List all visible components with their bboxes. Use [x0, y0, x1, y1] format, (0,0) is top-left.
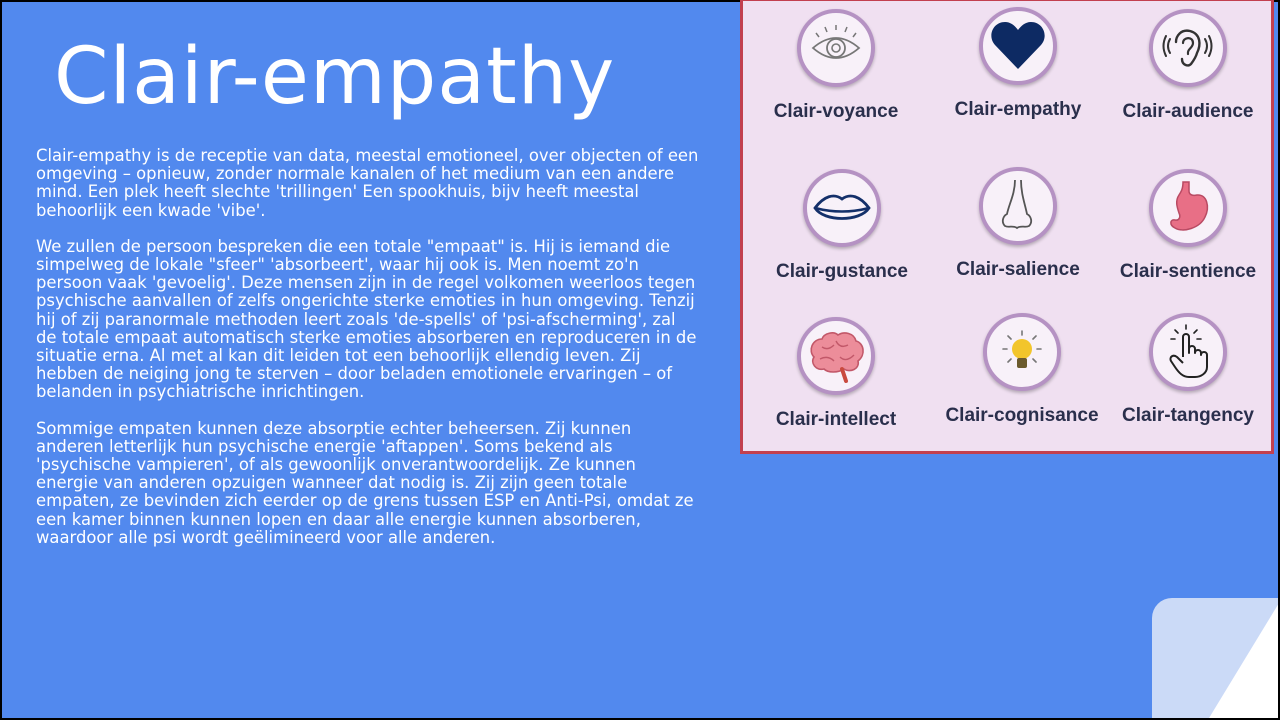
grid-item-clair-tangency: Clair-tangency	[1103, 313, 1273, 427]
icon-circle	[797, 9, 875, 87]
icon-circle	[797, 317, 875, 395]
grid-item-clair-gustance: Clair-gustance	[757, 169, 927, 283]
icon-circle	[803, 169, 881, 247]
grid-item-clair-voyance: Clair-voyance	[751, 9, 921, 123]
grid-item-clair-empathy: Clair-empathy	[933, 7, 1103, 121]
paragraph: Clair-empathy is de receptie van data, m…	[36, 146, 699, 220]
grid-item-clair-audience: Clair-audience	[1103, 9, 1273, 123]
paragraph: Sommige empaten kunnen deze absorptie ec…	[36, 418, 694, 547]
heart-icon	[991, 22, 1045, 69]
touch-icon	[1169, 324, 1208, 378]
body-text: Clair-empathy is de receptie van data, m…	[36, 146, 701, 565]
page-title: Clair-empathy	[54, 32, 616, 122]
grid-item-clair-intellect: Clair-intellect	[751, 317, 921, 431]
icon-circle	[983, 313, 1061, 391]
grid-item-clair-salience: Clair-salience	[933, 167, 1103, 281]
grid-item-label: Clair-gustance	[776, 261, 908, 282]
nose-icon	[1001, 179, 1033, 230]
grid-item-label: Clair-tangency	[1122, 405, 1254, 426]
grid-item-clair-sentience: Clair-sentience	[1103, 169, 1273, 283]
grid-item-label: Clair-empathy	[954, 99, 1082, 120]
icon-circle	[1149, 169, 1227, 247]
grid-item-label: Clair-cognisance	[945, 405, 1099, 426]
ear-icon	[1162, 29, 1213, 67]
grid-item-label: Clair-sentience	[1119, 261, 1257, 282]
icon-circle	[979, 7, 1057, 85]
icon-circle	[979, 167, 1057, 245]
eye-icon	[811, 25, 861, 59]
lips-icon	[813, 194, 871, 220]
stomach-icon	[1170, 181, 1209, 231]
grid-item-clair-cognisance: Clair-cognisance	[937, 313, 1107, 427]
lightbulb-icon	[1002, 330, 1042, 368]
grid-item-label: Clair-voyance	[773, 101, 899, 122]
icon-circle	[1149, 9, 1227, 87]
brain-icon	[810, 332, 864, 383]
paragraph: We zullen de persoon bespreken die een t…	[36, 236, 697, 402]
clair-senses-panel: Clair-voyance Clair-empathy Clair-audien…	[740, 0, 1274, 454]
grid-item-label: Clair-intellect	[775, 409, 897, 430]
icon-circle	[1149, 313, 1227, 391]
grid-item-label: Clair-salience	[956, 259, 1080, 280]
grid-item-label: Clair-audience	[1122, 101, 1254, 122]
